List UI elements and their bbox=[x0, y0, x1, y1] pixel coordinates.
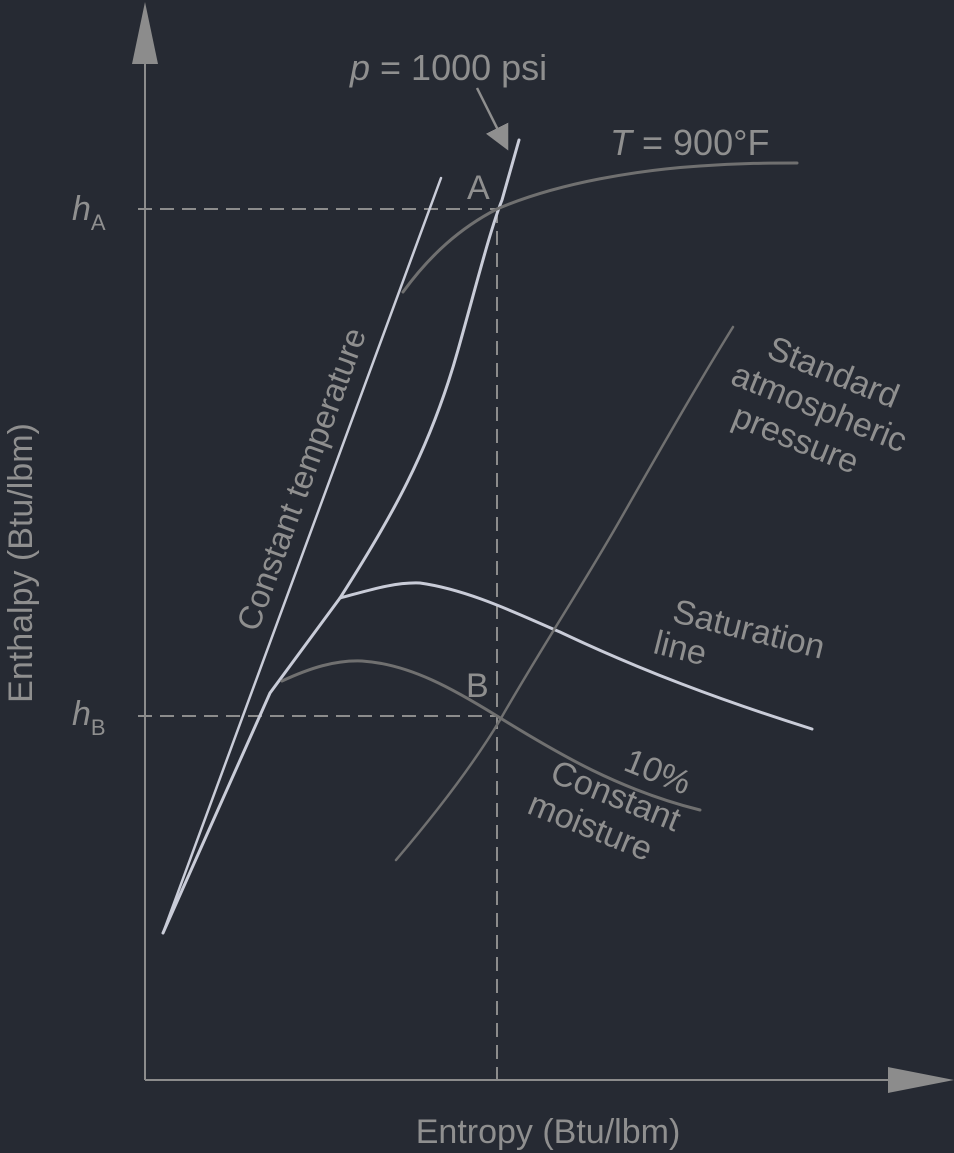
pressure-variable: p bbox=[349, 47, 370, 88]
pressure-pointer-arrow bbox=[475, 87, 509, 151]
axes bbox=[132, 2, 954, 1093]
temperature-900-curve bbox=[401, 161, 799, 294]
temperature-variable: T bbox=[610, 122, 635, 163]
temperature-label: T = 900°F bbox=[610, 122, 769, 163]
standard-atmospheric-pressure-label: Standard atmospheric pressure bbox=[726, 329, 912, 482]
y-axis-label: Enthalpy (Btu/lbm) bbox=[2, 423, 40, 703]
y-axis-arrowhead bbox=[132, 2, 158, 64]
saturation-line-label: Saturation line bbox=[650, 592, 829, 673]
reference-lines bbox=[138, 208, 498, 1080]
hB-label: hB bbox=[72, 695, 106, 740]
saturation-line bbox=[338, 581, 814, 731]
constant-temperature-line bbox=[161, 176, 443, 935]
hA-subscript: A bbox=[91, 210, 106, 235]
pressure-1000-line bbox=[161, 138, 521, 935]
pressure-value: = 1000 psi bbox=[370, 47, 547, 88]
x-axis-arrowhead bbox=[888, 1067, 954, 1093]
point-B-label: B bbox=[466, 667, 489, 705]
constant-moisture-label: 10% Constant moisture bbox=[523, 742, 697, 869]
constant-temperature-label: Constant temperature bbox=[229, 323, 373, 636]
dark-curves bbox=[280, 161, 799, 862]
hA-symbol: h bbox=[72, 190, 91, 228]
pressure-label: p = 1000 psi bbox=[349, 47, 547, 88]
standard-atmospheric-pressure-line bbox=[394, 325, 735, 862]
x-axis-label: Entropy (Btu/lbm) bbox=[416, 1113, 681, 1151]
hA-label: hA bbox=[72, 190, 106, 235]
temperature-value: = 900°F bbox=[632, 122, 769, 163]
constant-moisture-curve bbox=[280, 659, 702, 812]
light-curves bbox=[161, 138, 814, 935]
hB-symbol: h bbox=[72, 695, 91, 733]
point-A-label: A bbox=[467, 169, 490, 207]
hB-subscript: B bbox=[91, 715, 106, 740]
